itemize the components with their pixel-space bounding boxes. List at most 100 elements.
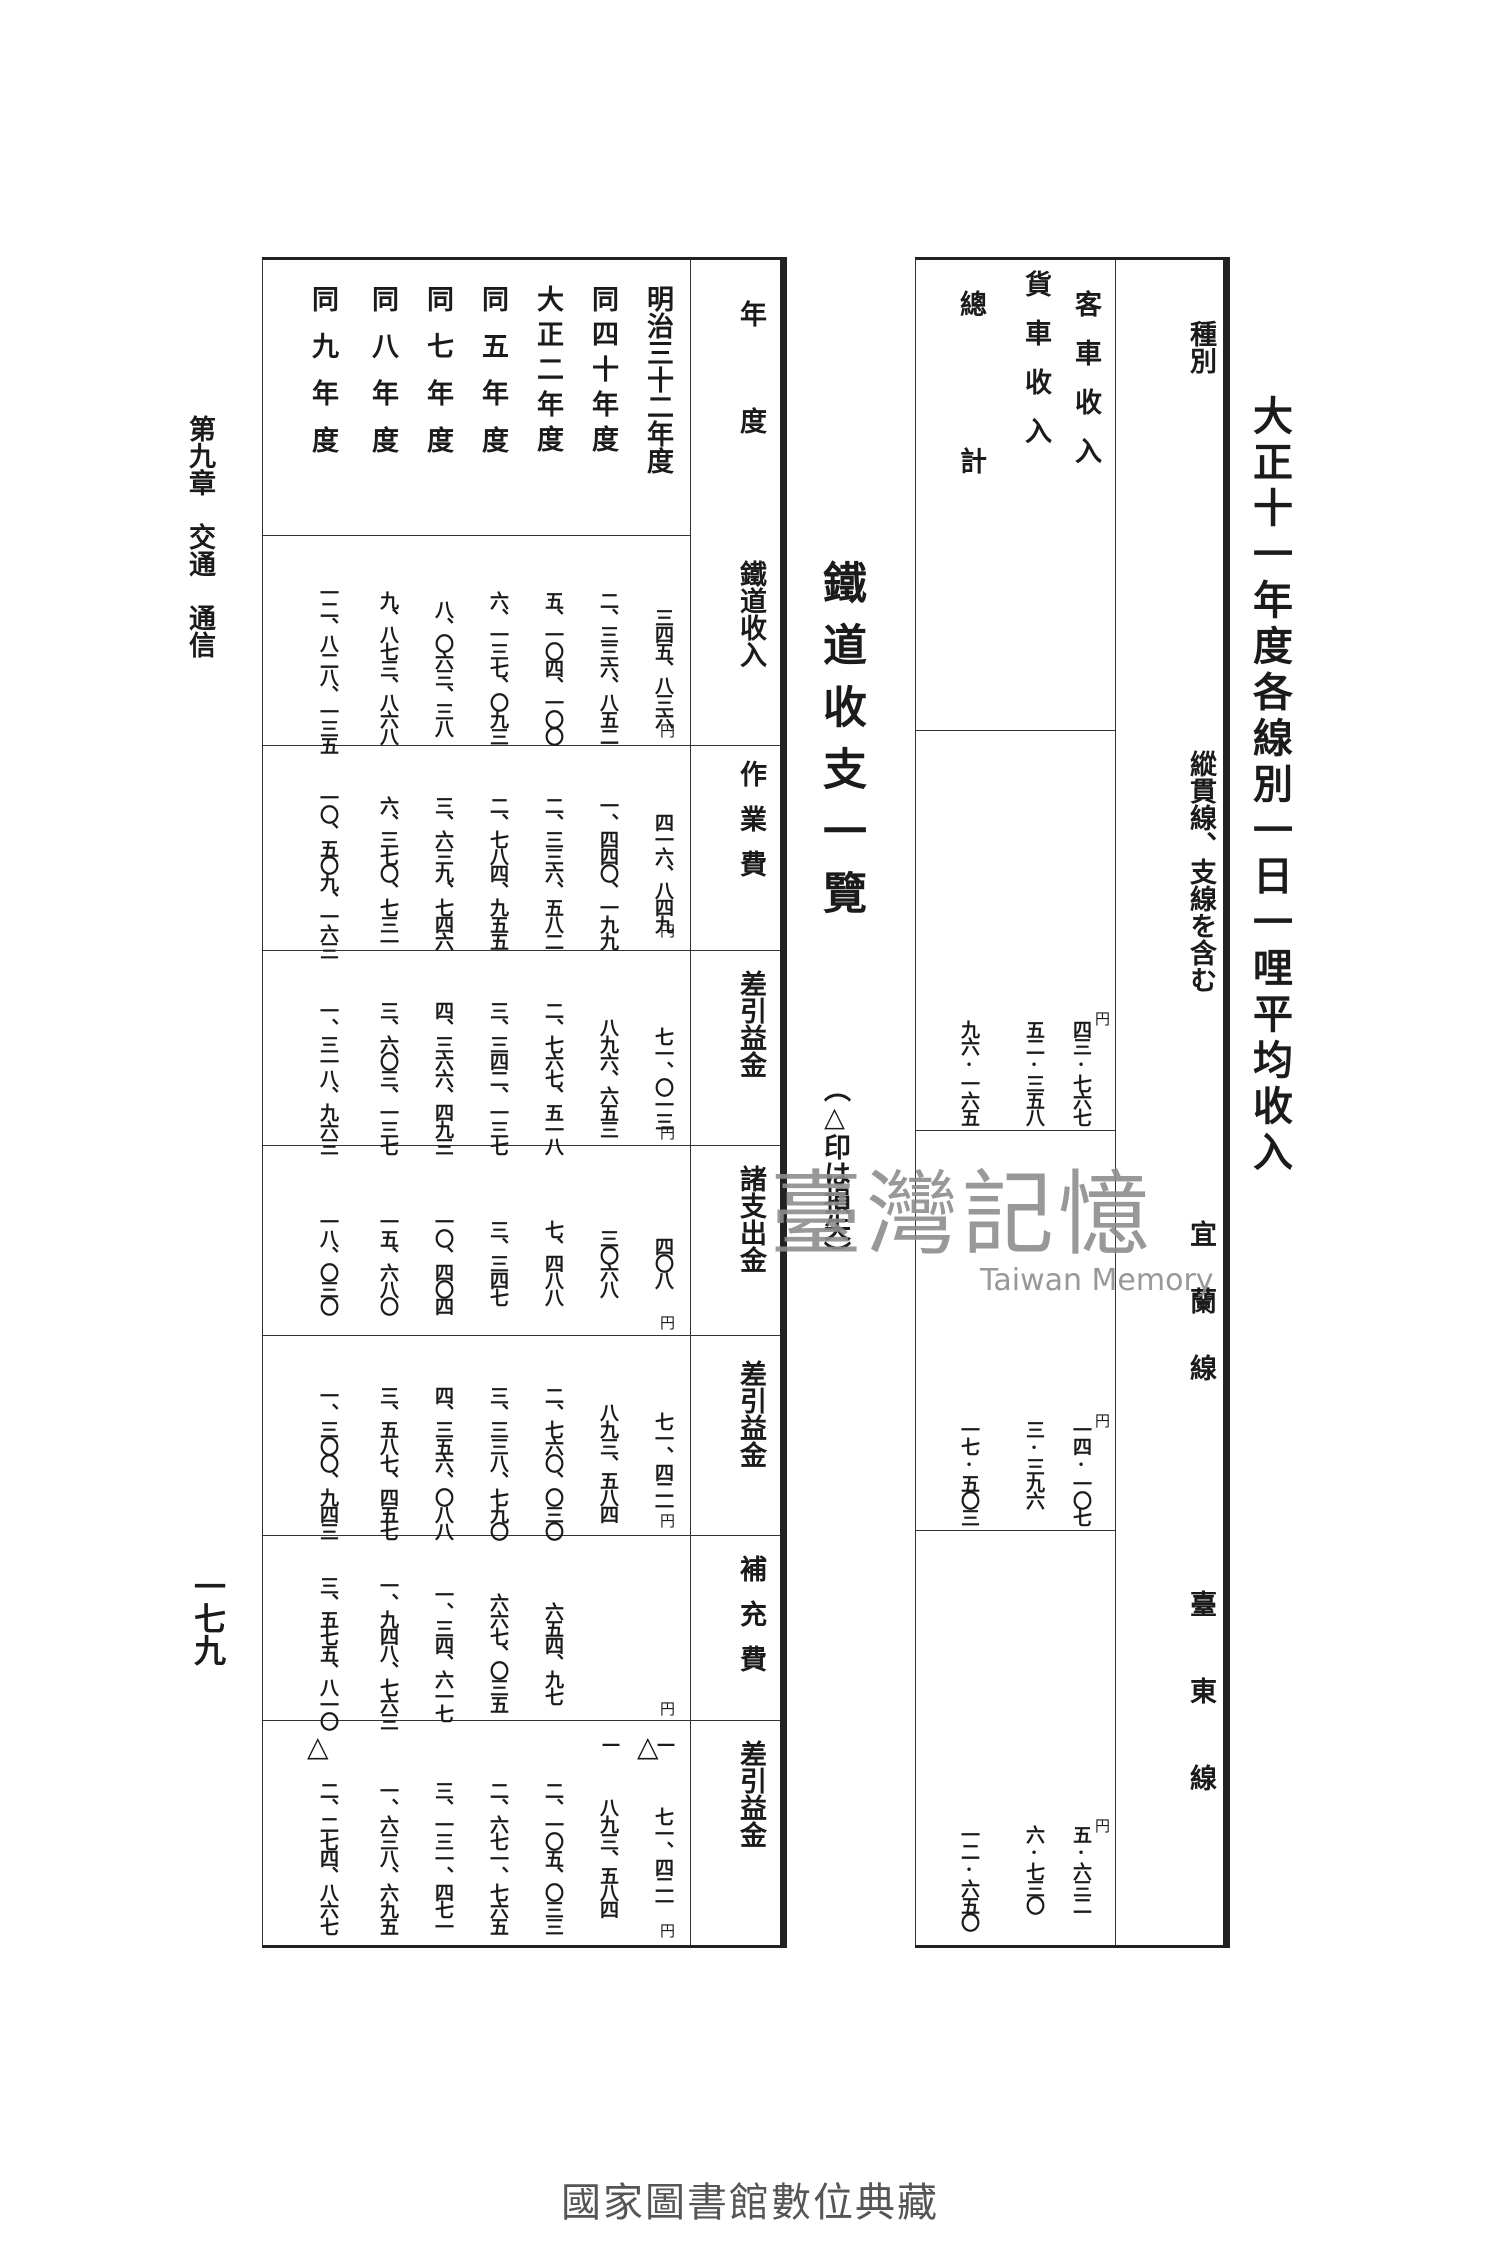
yen-mark: 円 bbox=[660, 1314, 676, 1332]
table-cell: 三、六〇三、一三七 bbox=[377, 1001, 399, 1154]
table-cell: 四、三五六、〇八八 bbox=[432, 1386, 454, 1539]
table-cell: 三、三四二、一三七 bbox=[487, 1001, 509, 1154]
value-total-main: 九六·一六五 bbox=[958, 1020, 980, 1125]
table-cell: 一、四四〇、一九九 bbox=[597, 796, 619, 949]
table-cell: 六五四、九七 bbox=[542, 1601, 564, 1704]
left-section-note: （△印は損失） bbox=[819, 1075, 850, 1268]
header-category: 種別 bbox=[1185, 320, 1216, 374]
table-cell: 六六七、〇三五 bbox=[487, 1593, 509, 1712]
year-label: 明治三十二年度 bbox=[642, 285, 673, 474]
column-header-yilan-line: 宜蘭線 bbox=[1185, 1220, 1216, 1421]
table-cell: 八九三、五八四 bbox=[597, 1403, 619, 1522]
table-cell: 三、一三一、四七一 bbox=[432, 1781, 454, 1934]
table-cell: 一、六三八、六九五 bbox=[377, 1781, 399, 1934]
row-label-freight: 貨車收入 bbox=[1020, 270, 1051, 466]
table-cell: 二、七八四、九五五 bbox=[487, 796, 509, 949]
year-label: 同八年度 bbox=[367, 285, 398, 473]
table-cell: 一、三〇〇、九四三 bbox=[317, 1386, 339, 1539]
year-label: 同五年度 bbox=[477, 285, 508, 473]
value-freight-main: 五二·三五八 bbox=[1023, 1020, 1045, 1125]
year-label: 同四十年度 bbox=[587, 285, 618, 460]
table-cell: 三、三四七 bbox=[487, 1220, 509, 1305]
value-passenger-taitung: 五·六三二 bbox=[1070, 1825, 1092, 1913]
table-cell: 四一六、八四九 bbox=[652, 813, 674, 932]
table-cell: 五、一〇四、一〇〇 bbox=[542, 591, 564, 744]
yen-mark: 円 bbox=[1095, 1817, 1111, 1835]
table-cell: — bbox=[600, 1732, 622, 1753]
table-cell: 二、一〇五、〇三三 bbox=[542, 1781, 564, 1934]
yen-mark: 円 bbox=[660, 1700, 676, 1718]
table-cell: 二、三三六、五八二 bbox=[542, 796, 564, 949]
row-label-total: 總計 bbox=[955, 290, 986, 604]
table-cell: 六、三七〇、七三一 bbox=[377, 796, 399, 949]
watermark-chinese: 臺灣記憶 bbox=[770, 1161, 1155, 1268]
header-net-profit-3: 差引益金 bbox=[735, 1740, 766, 1848]
yen-mark: 円 bbox=[660, 1512, 676, 1530]
railway-balance-table: 年度 鐵道收入 作業費 差引益金 諸支出金 差引益金 補充費 差引益金 明治三十… bbox=[262, 257, 787, 1948]
table-cell: 三、六三九、七四六 bbox=[432, 796, 454, 949]
yen-mark: 円 bbox=[660, 922, 676, 940]
table-cell: 二、三三六、八五二 bbox=[597, 591, 619, 744]
table-cell: 七、四八八 bbox=[542, 1220, 564, 1305]
table-cell: — bbox=[655, 1732, 677, 1753]
header-supplementary-cost: 補充費 bbox=[735, 1555, 766, 1690]
table-cell: 二、七六七、五一八 bbox=[542, 1001, 564, 1154]
table-cell: 二、六七一、七六五 bbox=[487, 1781, 509, 1934]
row-label-passenger: 客車收入 bbox=[1070, 290, 1101, 486]
table-cell: 七一、〇一三 bbox=[652, 1026, 674, 1129]
table-cell: 三、三三八、七九〇 bbox=[487, 1386, 509, 1539]
year-label: 大正二年度 bbox=[532, 285, 563, 460]
right-section-title: 大正十一年度各線別一日一哩平均收入 bbox=[1246, 395, 1293, 1177]
value-freight-yilan: 三·三九六 bbox=[1023, 1420, 1045, 1508]
column-header-main-line: 縱貫線、支線を含む bbox=[1185, 750, 1216, 993]
yen-mark: 円 bbox=[660, 722, 676, 740]
table-cell: 一二、八二八、一三五 bbox=[317, 582, 339, 753]
table-cell: 八、〇六三、三八 bbox=[432, 599, 454, 736]
yen-mark: 円 bbox=[660, 1922, 676, 1940]
table-cell: 二、七六〇、〇三〇 bbox=[542, 1386, 564, 1539]
table-cell: 一、九四八、七六三 bbox=[377, 1576, 399, 1729]
table-cell: 四〇八 bbox=[652, 1237, 674, 1288]
watermark-english: Taiwan Memory bbox=[980, 1263, 1214, 1298]
value-total-taitung: 一二·六五〇 bbox=[958, 1825, 980, 1930]
header-operating-cost: 作業費 bbox=[735, 760, 766, 895]
table-cell: 四、三六六、四九三 bbox=[432, 1001, 454, 1154]
table-cell: 一〇、四〇四 bbox=[432, 1211, 454, 1314]
value-total-yilan: 一七·五〇三 bbox=[958, 1420, 980, 1525]
table-cell: 一、三四、六一七 bbox=[432, 1584, 454, 1721]
value-passenger-main: 四三·七六七 bbox=[1070, 1020, 1092, 1125]
table-cell: 八九六、六五三 bbox=[597, 1018, 619, 1137]
line-revenue-table: 種別 客車收入 貨車收入 總計 縱貫線、支線を含む 宜蘭線 臺東線 円 四三·七… bbox=[915, 257, 1230, 1948]
table-cell: 二、二七四、八六七 bbox=[317, 1781, 339, 1934]
header-misc-expenses: 諸支出金 bbox=[735, 1165, 766, 1273]
chapter-heading: 第九章 交通 通信 bbox=[184, 415, 215, 658]
table-cell: 七一、四二一 bbox=[652, 1806, 674, 1909]
year-label: 同九年度 bbox=[307, 285, 338, 473]
value-freight-taitung: 六·七三〇 bbox=[1023, 1825, 1045, 1913]
yen-mark: 円 bbox=[1095, 1010, 1111, 1028]
table-cell: 一五、六八〇 bbox=[377, 1211, 399, 1314]
header-year: 年度 bbox=[735, 300, 766, 514]
page-number: 一七九 bbox=[189, 1570, 227, 1666]
left-section-title: 鐵道收支一覽 bbox=[815, 560, 866, 932]
loss-mark: △ bbox=[637, 1730, 659, 1763]
table-cell: 三四五、八三六 bbox=[652, 608, 674, 727]
table-cell: 三〇六八 bbox=[597, 1228, 619, 1297]
table-cell: 一八、〇三〇 bbox=[317, 1211, 339, 1314]
table-cell: 三、五八七、四五七 bbox=[377, 1386, 399, 1539]
table-cell: 一、三一八、九六三 bbox=[317, 1001, 339, 1154]
table-cell: 六、一三七、〇九三 bbox=[487, 591, 509, 744]
header-net-profit-1: 差引益金 bbox=[735, 970, 766, 1078]
header-railway-revenue: 鐵道收入 bbox=[735, 560, 766, 668]
table-cell: 九、八七三、八六八 bbox=[377, 591, 399, 744]
table-cell: 一〇、五〇九、一六三 bbox=[317, 787, 339, 958]
table-cell: 七一、四二一 bbox=[652, 1411, 674, 1514]
header-net-profit-2: 差引益金 bbox=[735, 1360, 766, 1468]
watermark: 臺灣記憶 Taiwan Memory bbox=[770, 1140, 1214, 1298]
footer-text: 國家圖書館數位典藏 bbox=[561, 2180, 939, 2226]
year-label: 同七年度 bbox=[422, 285, 453, 473]
column-header-taitung-line: 臺東線 bbox=[1185, 1590, 1216, 1851]
table-cell: 八九三、五八四 bbox=[597, 1798, 619, 1917]
table-cell: 三、五七五、八一〇 bbox=[317, 1576, 339, 1729]
value-passenger-yilan: 一四·一〇七 bbox=[1070, 1420, 1092, 1525]
